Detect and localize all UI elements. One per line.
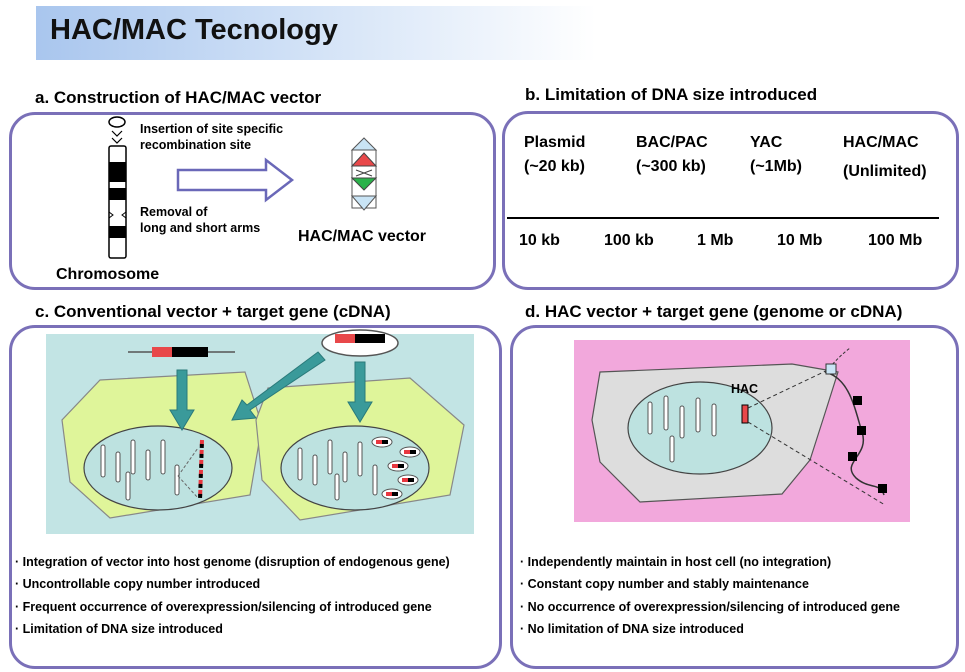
scale-tick-100mb: 100 Mb — [868, 232, 923, 249]
vector-name-plasmid: Plasmid — [524, 134, 586, 151]
vector-name-bac-pac: BAC/PAC — [636, 134, 708, 151]
panel-c — [9, 325, 502, 669]
vector-size-hac-mac: (Unlimited) — [843, 163, 927, 180]
hac-label: HAC — [731, 382, 759, 396]
panel-d-bullet-1: · Independently maintain in host cell (n… — [520, 555, 832, 569]
panel-a — [9, 112, 496, 290]
panel-c-bullet-1: · Integration of vector into host genome… — [15, 555, 450, 569]
insertion-label-line2: recombination site — [140, 138, 252, 152]
panel-a-title: a. Construction of HAC/MAC vector — [35, 88, 322, 107]
panel-b-title: b. Limitation of DNA size introduced — [525, 85, 818, 104]
panel-b — [502, 111, 959, 290]
panel-d — [510, 325, 959, 669]
size-scale-line — [507, 217, 939, 219]
panel-c-bullet-4: · Limitation of DNA size introduced — [15, 622, 223, 636]
vector-name-hac-mac: HAC/MAC — [843, 134, 919, 151]
panel-c-bullet-2: · Uncontrollable copy number introduced — [15, 577, 261, 591]
panel-c-title: c. Conventional vector + target gene (cD… — [35, 302, 391, 321]
panel-c-bullet-3: · Frequent occurrence of overexpression/… — [15, 600, 432, 614]
scale-tick-10kb: 10 kb — [519, 232, 560, 249]
page-title: HAC/MAC Tecnology — [50, 14, 338, 46]
vector-name-yac: YAC — [750, 134, 783, 151]
insertion-label-line1: Insertion of site specific — [140, 122, 284, 136]
vector-size-bac-pac: (~300 kb) — [636, 158, 706, 175]
chromosome-label: Chromosome — [56, 266, 160, 283]
scale-tick-10mb: 10 Mb — [777, 232, 823, 249]
vector-label: HAC/MAC vector — [298, 228, 427, 245]
panel-d-bullet-4: · No limitation of DNA size introduced — [520, 622, 744, 636]
panel-d-title: d. HAC vector + target gene (genome or c… — [525, 302, 903, 321]
panel-d-bullet-3: · No occurrence of overexpression/silenc… — [520, 600, 900, 614]
vector-size-yac: (~1Mb) — [750, 158, 802, 175]
panel-d-bullet-2: · Constant copy number and stably mainte… — [520, 577, 809, 591]
removal-label-line2: long and short arms — [140, 221, 261, 235]
removal-label-line1: Removal of — [140, 205, 208, 219]
title-banner: HAC/MAC Tecnology — [36, 6, 596, 60]
scale-tick-100kb: 100 kb — [604, 232, 654, 249]
scale-tick-1mb: 1 Mb — [697, 232, 734, 249]
vector-size-plasmid: (~20 kb) — [524, 158, 585, 175]
